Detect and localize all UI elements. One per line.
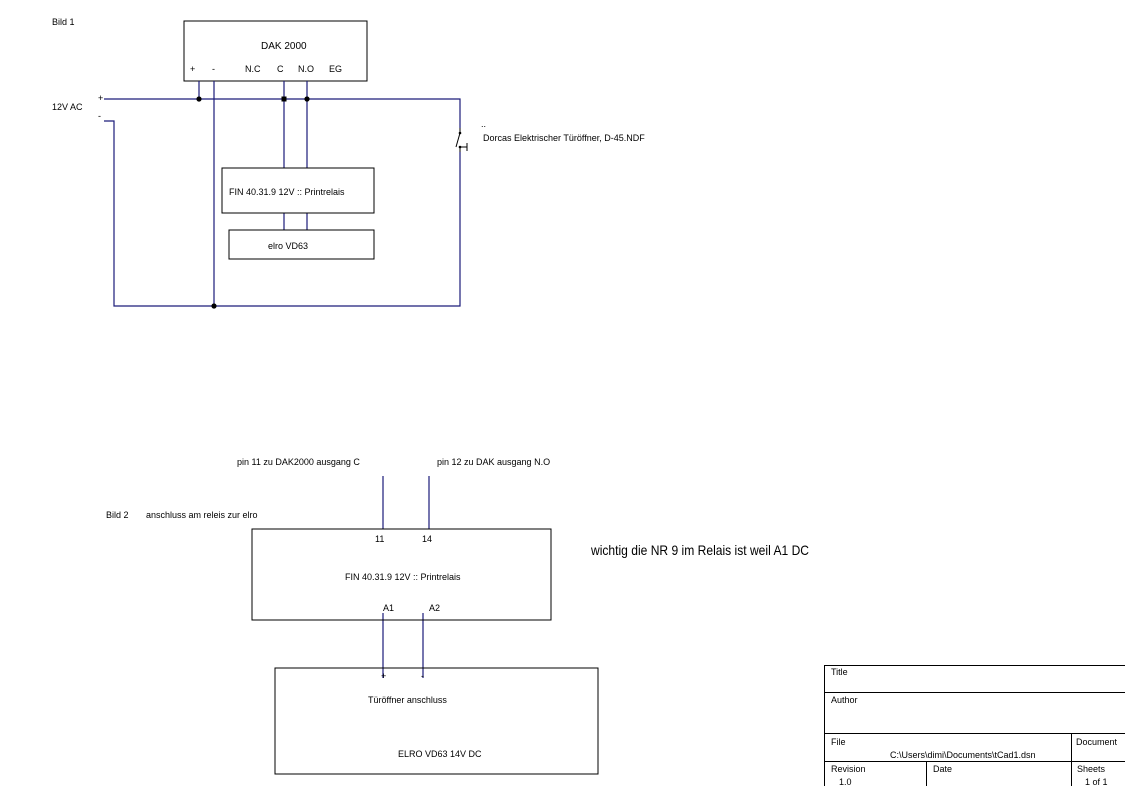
title-block-author-label: Author (831, 695, 858, 705)
pin12-label: pin 12 zu DAK ausgang N.O (437, 457, 550, 467)
relay-label-bild2: FIN 40.31.9 12V :: Printrelais (345, 572, 461, 582)
bild2-label: Bild 2 (106, 510, 129, 520)
title-block-file-value: C:\Users\dimi\Documents\tCad1.dsn (890, 750, 1036, 760)
supply-label: 12V AC (52, 102, 83, 112)
title-block-sheets-value: 1 of 1 (1085, 777, 1108, 786)
relay-pin-14: 14 (422, 534, 432, 544)
bild1-label: Bild 1 (52, 17, 75, 27)
bild2-subtitle: anschluss am releis zur elro (146, 510, 258, 520)
pin11-label: pin 11 zu DAK2000 ausgang C (237, 457, 360, 467)
door-opener-caption: Dorcas Elektrischer Türöffner, D-45.NDF (483, 133, 645, 143)
supply-plus: + (98, 93, 103, 103)
elro-label-bild1: elro VD63 (268, 241, 308, 251)
dak-terminal-nc: N.C (245, 64, 261, 74)
elro-box-bild1 (228, 229, 375, 260)
junction-no (304, 96, 310, 102)
title-block-revision-label: Revision (831, 764, 866, 774)
dak2000-title: DAK 2000 (261, 41, 307, 52)
title-block-title-label: Title (831, 667, 848, 677)
title-block-date-label: Date (933, 764, 952, 774)
wire-plus-rail (104, 98, 461, 128)
bild1-wires (104, 81, 461, 307)
title-block (824, 665, 1125, 786)
elro-minus: - (421, 671, 424, 681)
bild2-wires (382, 476, 430, 678)
title-block-revision-value: 1.0 (839, 777, 852, 786)
relay-pin-11: 11 (375, 534, 384, 544)
elro-name: ELRO VD63 14V DC (398, 749, 482, 759)
door-opener-switch-icon (455, 128, 468, 152)
relay-box-bild2 (251, 528, 552, 621)
wire-minus-return (104, 120, 461, 307)
dak-terminal-minus: - (212, 64, 215, 74)
dak-terminal-eg: EG (329, 64, 342, 74)
note-text: wichtig die NR 9 im Relais ist weil A1 D… (590, 542, 809, 558)
dak2000-box (183, 20, 368, 82)
supply-minus: - (98, 111, 101, 121)
elro-plus: + (381, 671, 386, 681)
door-opener-mark: .. (481, 119, 486, 129)
elro-box-bild2 (274, 667, 599, 775)
title-block-document-label: Document (1076, 737, 1118, 747)
dak-terminal-c: C (277, 64, 284, 74)
title-block-sheets-label: Sheets (1077, 764, 1106, 774)
relay-box-bild1 (221, 167, 375, 214)
junction-c (281, 96, 287, 102)
relay-pin-a1: A1 (383, 603, 394, 613)
junction-plus (196, 96, 202, 102)
dak-terminal-plus: + (190, 64, 195, 74)
junction-minus (211, 303, 217, 309)
title-block-file-label: File (831, 737, 846, 747)
relay-label-bild1: FIN 40.31.9 12V :: Printrelais (229, 187, 345, 197)
elro-door-label: Türöffner anschluss (368, 695, 447, 705)
relay-pin-a2: A2 (429, 603, 440, 613)
dak-terminal-no: N.O (298, 64, 314, 74)
